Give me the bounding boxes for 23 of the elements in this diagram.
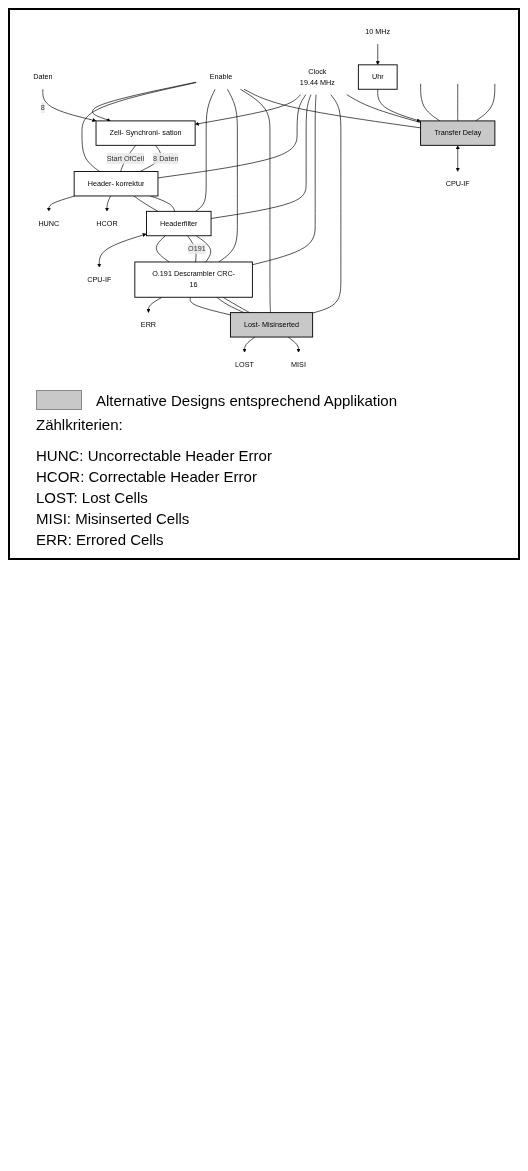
connector — [133, 195, 159, 212]
connector — [195, 88, 216, 212]
connector — [475, 83, 496, 122]
connector — [156, 235, 170, 263]
note-text: LOST: Lost Cells — [36, 489, 149, 507]
connector — [240, 88, 271, 313]
note-text: HCOR: Correctable Header Error — [36, 468, 258, 486]
connector — [222, 296, 250, 313]
connector — [218, 88, 238, 263]
connector — [195, 235, 211, 263]
connector — [210, 94, 312, 219]
connector — [420, 83, 441, 122]
connector — [346, 94, 421, 123]
note-text: MISI: Misinserted Cells — [36, 510, 191, 528]
note-text: Zählkriterien: — [36, 416, 124, 434]
legend-text: Alternative Designs entsprechend Applikation — [96, 391, 398, 409]
connector — [150, 195, 176, 212]
note-text: ERR: Errored Cells — [36, 531, 165, 549]
connector — [189, 296, 231, 316]
connector — [312, 94, 342, 314]
connector — [457, 83, 459, 122]
connector — [252, 94, 317, 266]
note-text: HUNC: Uncorrectable Header Error — [36, 447, 273, 465]
